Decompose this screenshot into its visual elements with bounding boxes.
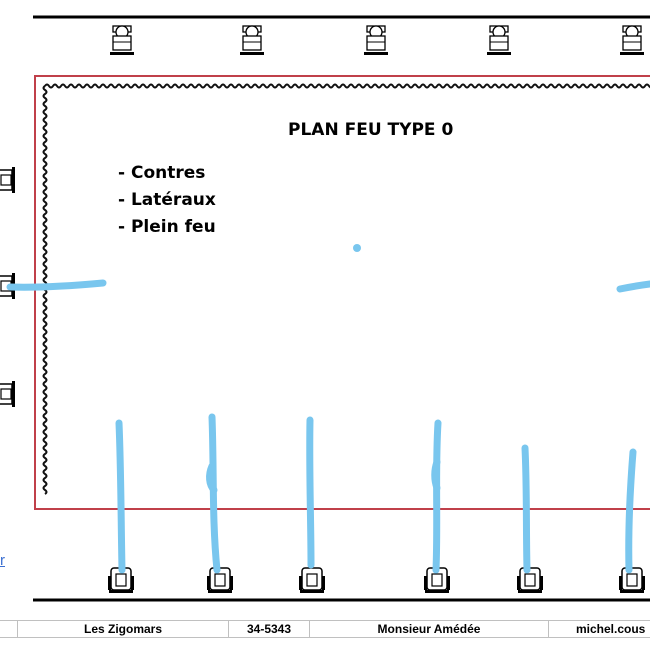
footer-cell-email: michel.cous: [548, 620, 650, 638]
curtain-top-line: [45, 85, 650, 88]
profile-spotlight-icon: [487, 26, 511, 55]
floor-lantern-icon: [299, 568, 325, 593]
plan-bullet-list: - Contres - Latéraux - Plein feu: [118, 160, 216, 241]
bullet-item: - Contres: [118, 160, 216, 187]
bottom-lantern-row: [108, 568, 645, 593]
profile-spotlight-icon: [240, 26, 264, 55]
top-lantern-row: [110, 26, 644, 55]
annotation-strokes: [10, 283, 650, 570]
side-link[interactable]: r: [0, 552, 6, 572]
left-beam-stroke: [10, 283, 103, 287]
footer-cell-troupe: Les Zigomars: [17, 620, 229, 638]
plan-title: PLAN FEU TYPE 0: [288, 120, 453, 140]
footer-cell-contact: Monsieur Amédée: [309, 620, 549, 638]
beam-stroke: [436, 423, 438, 570]
profile-spotlight-icon: [620, 26, 644, 55]
lantern-icon: [0, 167, 15, 193]
beam-stroke: [310, 420, 311, 565]
footer-cell: [0, 620, 18, 638]
footer-table: Les Zigomars 34-5343 Monsieur Amédée mic…: [0, 620, 650, 638]
beam-stroke: [525, 448, 527, 570]
profile-spotlight-icon: [364, 26, 388, 55]
footer-cell-code: 34-5343: [228, 620, 310, 638]
right-beam-stroke: [620, 284, 650, 289]
stage-outline: [35, 76, 650, 509]
profile-spotlight-icon: [110, 26, 134, 55]
beam-stroke: [119, 423, 122, 570]
bullet-item: - Latéraux: [118, 187, 216, 214]
curtain: [44, 85, 650, 495]
lantern-icon: [0, 381, 15, 407]
beam-stroke: [629, 452, 633, 570]
center-mark: [353, 244, 361, 252]
beam-stroke: [212, 417, 217, 570]
beam-stroke: [435, 462, 437, 488]
bullet-item: - Plein feu: [118, 214, 216, 241]
